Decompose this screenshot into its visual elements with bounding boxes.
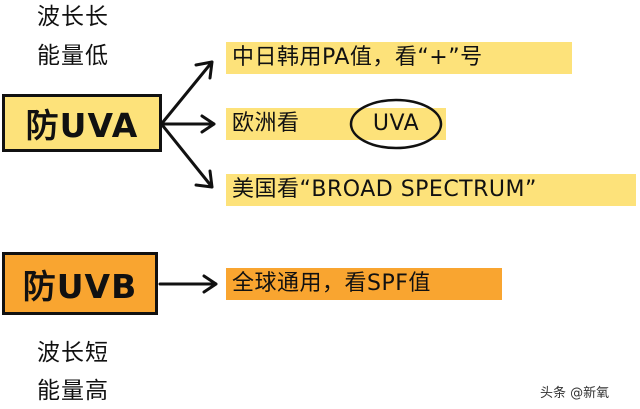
uva-item-usa-text: 美国看“BROAD SPECTRUM” xyxy=(232,177,537,202)
arrow-to-europe-icon xyxy=(161,114,216,134)
uva-item-europe: 欧洲看 UVA xyxy=(226,108,446,140)
watermark: 头条 @新氧 xyxy=(540,386,610,401)
uva-item-usa: 美国看“BROAD SPECTRUM” xyxy=(226,174,636,206)
uva-energy-caption: 能量低 xyxy=(37,43,109,69)
uvb-energy-caption: 能量高 xyxy=(37,378,109,404)
uva-label-box: 防UVA xyxy=(2,94,162,152)
arrow-to-usa-icon xyxy=(161,124,214,189)
uvb-label-box: 防UVB xyxy=(2,252,158,315)
uvb-wavelength-caption: 波长短 xyxy=(37,340,109,366)
uva-item-pa-text: 中日韩用PA值，看“+”号 xyxy=(232,45,483,70)
uva-circled-text: UVA xyxy=(372,111,420,136)
uva-label: 防UVA xyxy=(25,106,139,145)
uvb-item-spf-text: 全球通用，看SPF值 xyxy=(232,271,431,296)
uvb-label: 防UVB xyxy=(22,266,138,306)
uva-wavelength-caption: 波长长 xyxy=(37,4,109,30)
uva-item-europe-text: 欧洲看 xyxy=(232,111,300,136)
arrow-to-pa-icon xyxy=(161,60,214,124)
uvb-item-spf: 全球通用，看SPF值 xyxy=(226,268,502,300)
uva-circle-icon xyxy=(349,98,443,150)
arrow-to-spf-icon xyxy=(158,274,218,294)
uva-item-pa: 中日韩用PA值，看“+”号 xyxy=(226,42,572,74)
